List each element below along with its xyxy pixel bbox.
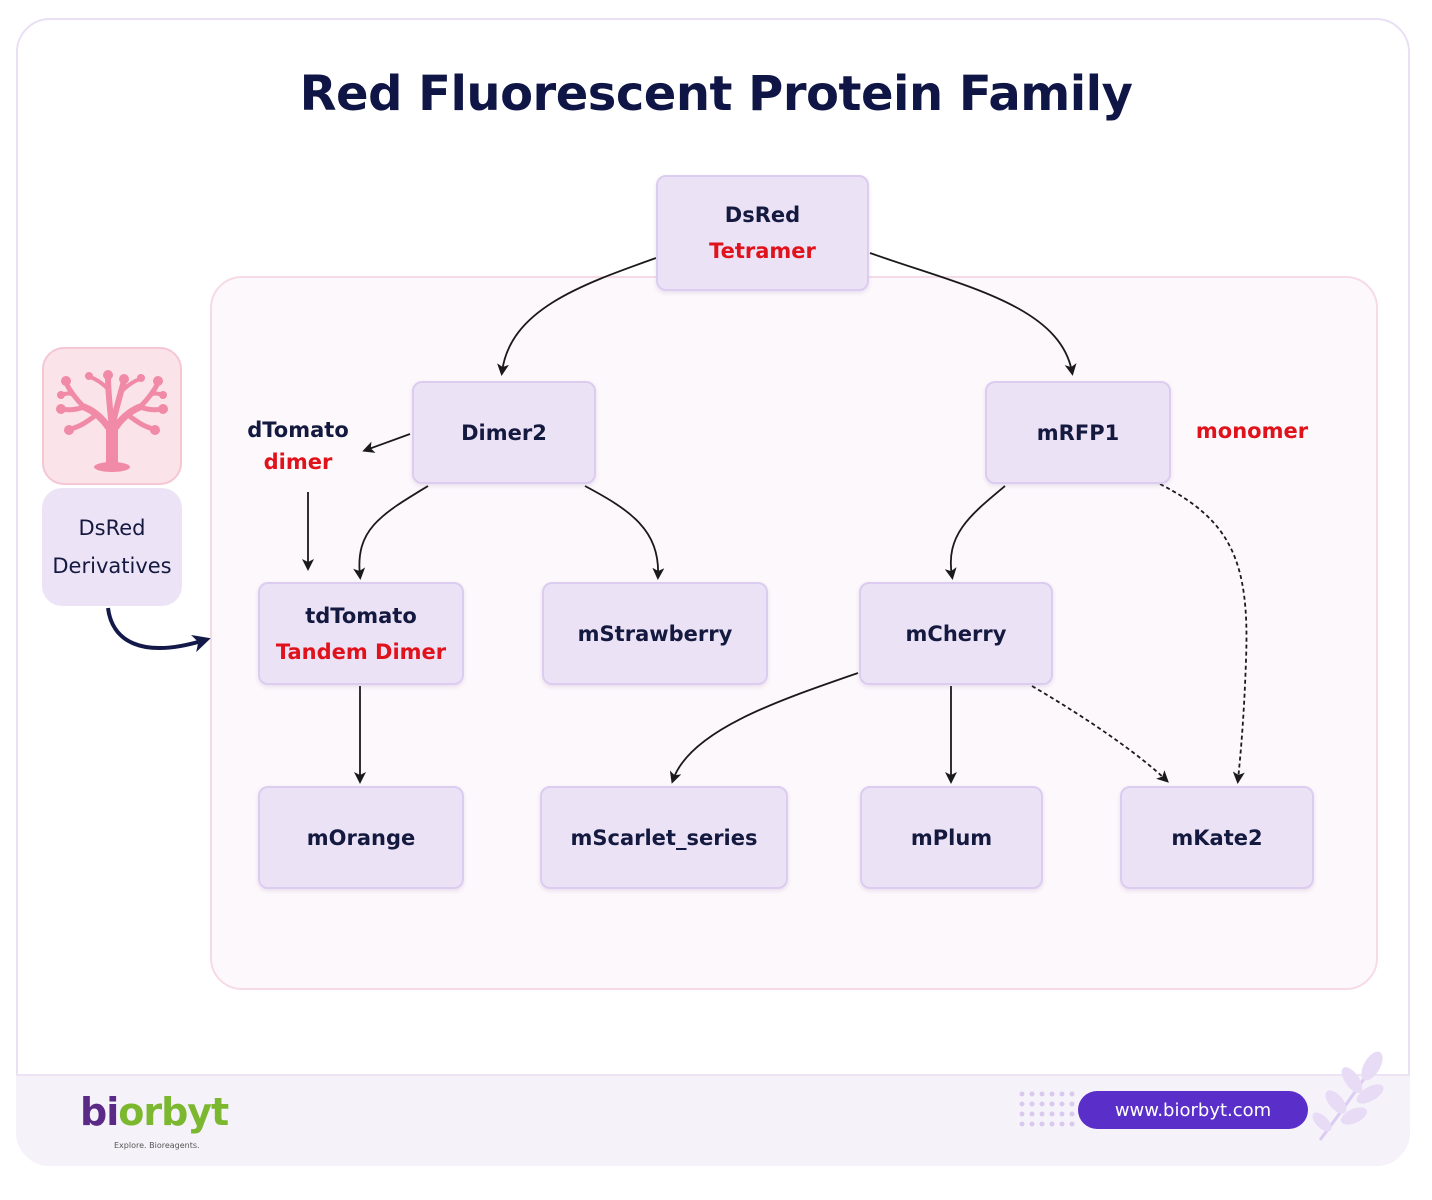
node-mrfp1-name: mRFP1 (1036, 420, 1120, 445)
dtomato-label: dTomato dimer (238, 418, 358, 474)
dot-pattern-icon (1019, 1091, 1075, 1127)
derivatives-line2: Derivatives (52, 554, 172, 578)
node-mcherry: mCherry (859, 582, 1053, 685)
node-dsred-name: DsRed (724, 203, 801, 227)
node-mplum-name: mPlum (910, 825, 993, 850)
node-dsred: DsRed Tetramer (656, 175, 869, 291)
logo-part2: orbyt (118, 1090, 229, 1134)
monomer-label: monomer (1195, 419, 1309, 443)
node-morange: mOrange (258, 786, 464, 889)
node-morange-name: mOrange (306, 825, 416, 850)
node-mscarlet-name: mScarlet_series (570, 825, 758, 850)
coral-icon-box (42, 347, 182, 485)
node-mrfp1: mRFP1 (985, 381, 1171, 484)
node-mstrawberry-name: mStrawberry (577, 621, 733, 646)
derivatives-line1: DsRed (78, 516, 146, 540)
node-dsred-sub: Tetramer (709, 239, 816, 263)
node-dimer2-name: Dimer2 (461, 420, 547, 445)
node-mplum: mPlum (860, 786, 1043, 889)
dsred-derivatives-label: DsRed Derivatives (42, 488, 182, 606)
node-mstrawberry: mStrawberry (542, 582, 768, 685)
node-tdtomato-name: tdTomato (305, 603, 417, 628)
dtomato-sub: dimer (263, 450, 333, 474)
coral-icon (56, 370, 168, 472)
node-mkate2-name: mKate2 (1171, 825, 1263, 850)
node-mcherry-name: mCherry (905, 621, 1007, 646)
node-mscarlet: mScarlet_series (540, 786, 788, 889)
page-title: Red Fluorescent Protein Family (299, 66, 1133, 122)
dtomato-name: dTomato (247, 418, 349, 442)
leaf-icon (1312, 1051, 1384, 1141)
node-dimer2: Dimer2 (412, 381, 596, 484)
logo-part1: bi (80, 1090, 119, 1134)
node-mkate2: mKate2 (1120, 786, 1314, 889)
website-link[interactable]: www.biorbyt.com (1078, 1091, 1308, 1129)
logo-tagline: Explore. Bioreagents. (114, 1141, 200, 1150)
node-tdtomato: tdTomato Tandem Dimer (258, 582, 464, 685)
biorbyt-logo: biorbyt (80, 1090, 229, 1134)
node-tdtomato-sub: Tandem Dimer (275, 639, 447, 664)
